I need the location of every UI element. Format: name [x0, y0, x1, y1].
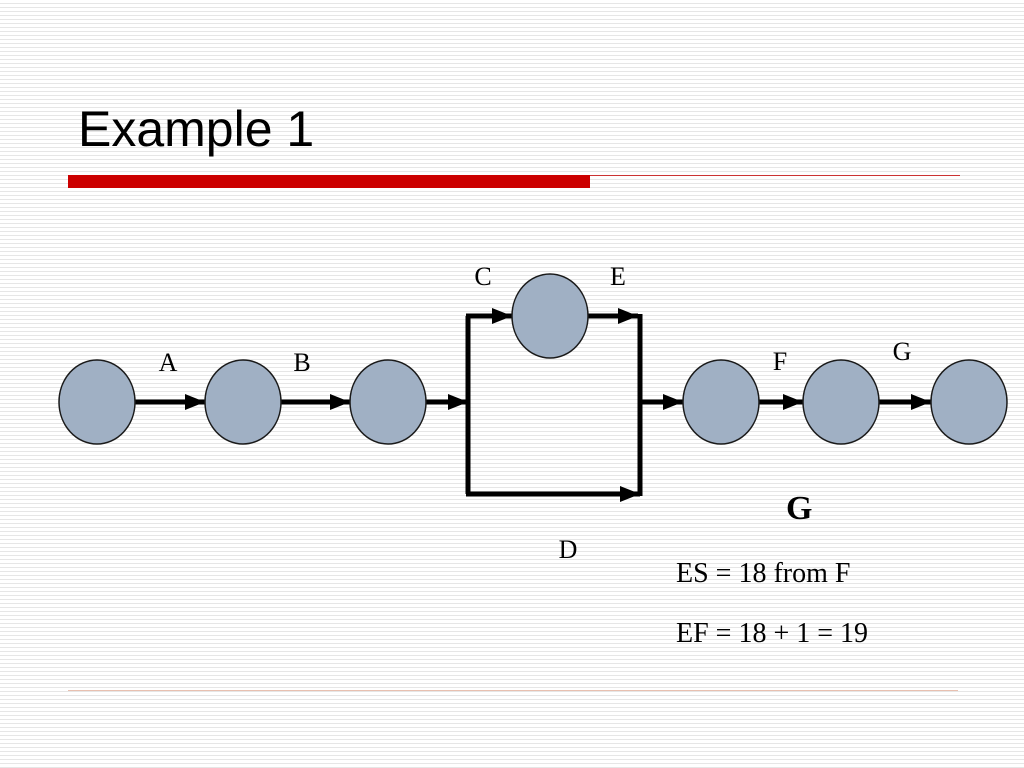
calculation-activity-title: G: [786, 490, 813, 527]
node-3: [349, 359, 427, 445]
node-5: [682, 359, 760, 445]
activity-label-b: B: [293, 348, 310, 377]
activity-label-e: E: [610, 262, 626, 291]
activity-label-f: F: [773, 347, 787, 376]
title-accent-line: [590, 175, 960, 176]
node-1: [58, 359, 136, 445]
node-4: [511, 273, 589, 359]
activity-label-a: A: [159, 348, 178, 377]
activity-label-g: G: [893, 337, 912, 366]
node-2: [204, 359, 282, 445]
node-6: [802, 359, 880, 445]
title-accent-bar: [68, 175, 590, 188]
calculation-es-line: ES = 18 from F: [676, 558, 851, 589]
activity-label-c: C: [474, 262, 491, 291]
calculation-ef-line: EF = 18 + 1 = 19: [676, 618, 869, 649]
node-7: [930, 359, 1008, 445]
footer-rule: [68, 690, 958, 691]
activity-label-d: D: [559, 535, 578, 564]
slide-title: Example 1: [78, 101, 315, 157]
